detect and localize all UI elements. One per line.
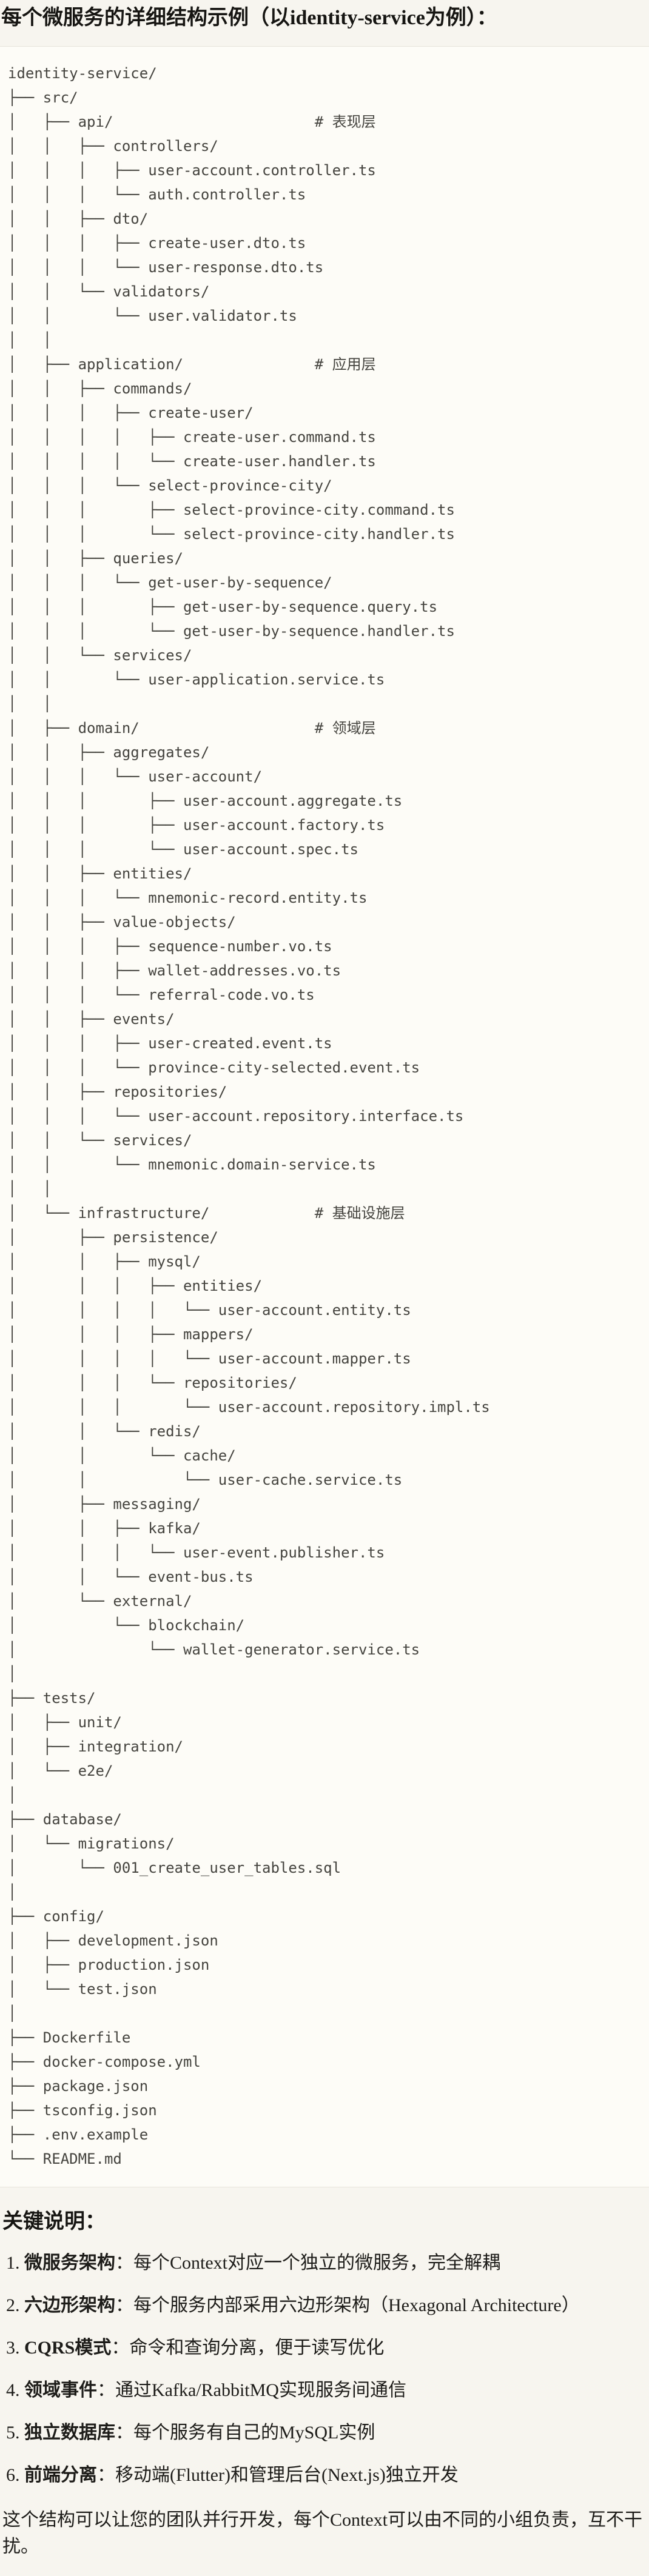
note-item: 5. 独立数据库：每个服务有自己的MySQL实例 — [2, 2420, 643, 2446]
item-number: 4. — [6, 2380, 24, 2401]
item-term: 领域事件 — [24, 2380, 97, 2401]
key-notes-section: 关键说明： 1. 微服务架构：每个Context对应一个独立的微服务，完全解耦 … — [0, 2204, 649, 2576]
item-number: 5. — [6, 2423, 24, 2443]
item-desc: ：每个服务有自己的MySQL实例 — [115, 2423, 375, 2443]
note-item: 2. 六边形架构：每个服务内部采用六边形架构（Hexagonal Archite… — [2, 2292, 643, 2319]
note-item: 1. 微服务架构：每个Context对应一个独立的微服务，完全解耦 — [2, 2250, 643, 2277]
page-title: 每个微服务的详细结构示例（以identity-service为例）： — [1, 7, 497, 29]
item-desc: ：移动端(Flutter)和管理后台(Next.js)独立开发 — [97, 2465, 459, 2486]
item-term: 微服务架构 — [24, 2253, 115, 2273]
item-desc: ：每个服务内部采用六边形架构（Hexagonal Architecture） — [115, 2295, 580, 2316]
item-term: 前端分离 — [24, 2465, 97, 2486]
note-item: 3. CQRS模式：命令和查询分离，便于读写优化 — [2, 2335, 643, 2361]
item-term: 六边形架构 — [24, 2295, 115, 2316]
item-number: 6. — [6, 2465, 24, 2486]
item-number: 3. — [6, 2338, 24, 2358]
item-desc: ：命令和查询分离，便于读写优化 — [111, 2338, 385, 2358]
item-number: 1. — [6, 2253, 24, 2273]
item-desc: ：每个Context对应一个独立的微服务，完全解耦 — [115, 2253, 500, 2273]
note-item: 6. 前端分离：移动端(Flutter)和管理后台(Next.js)独立开发 — [2, 2462, 643, 2489]
item-desc: ：通过Kafka/RabbitMQ实现服务间通信 — [97, 2380, 406, 2401]
item-term: 独立数据库 — [24, 2423, 115, 2443]
notes-list: 1. 微服务架构：每个Context对应一个独立的微服务，完全解耦 2. 六边形… — [2, 2250, 643, 2489]
closing-paragraph: 这个结构可以让您的团队并行开发，每个Context可以由不同的小组负责，互不干扰… — [2, 2510, 642, 2557]
note-item: 4. 领域事件：通过Kafka/RabbitMQ实现服务间通信 — [2, 2377, 643, 2404]
item-term: CQRS模式 — [24, 2338, 112, 2358]
file-tree-code-block: identity-service/ ├── src/ │ ├── api/ # … — [0, 46, 649, 2188]
notes-heading: 关键说明： — [2, 2210, 106, 2233]
item-number: 2. — [6, 2295, 24, 2316]
